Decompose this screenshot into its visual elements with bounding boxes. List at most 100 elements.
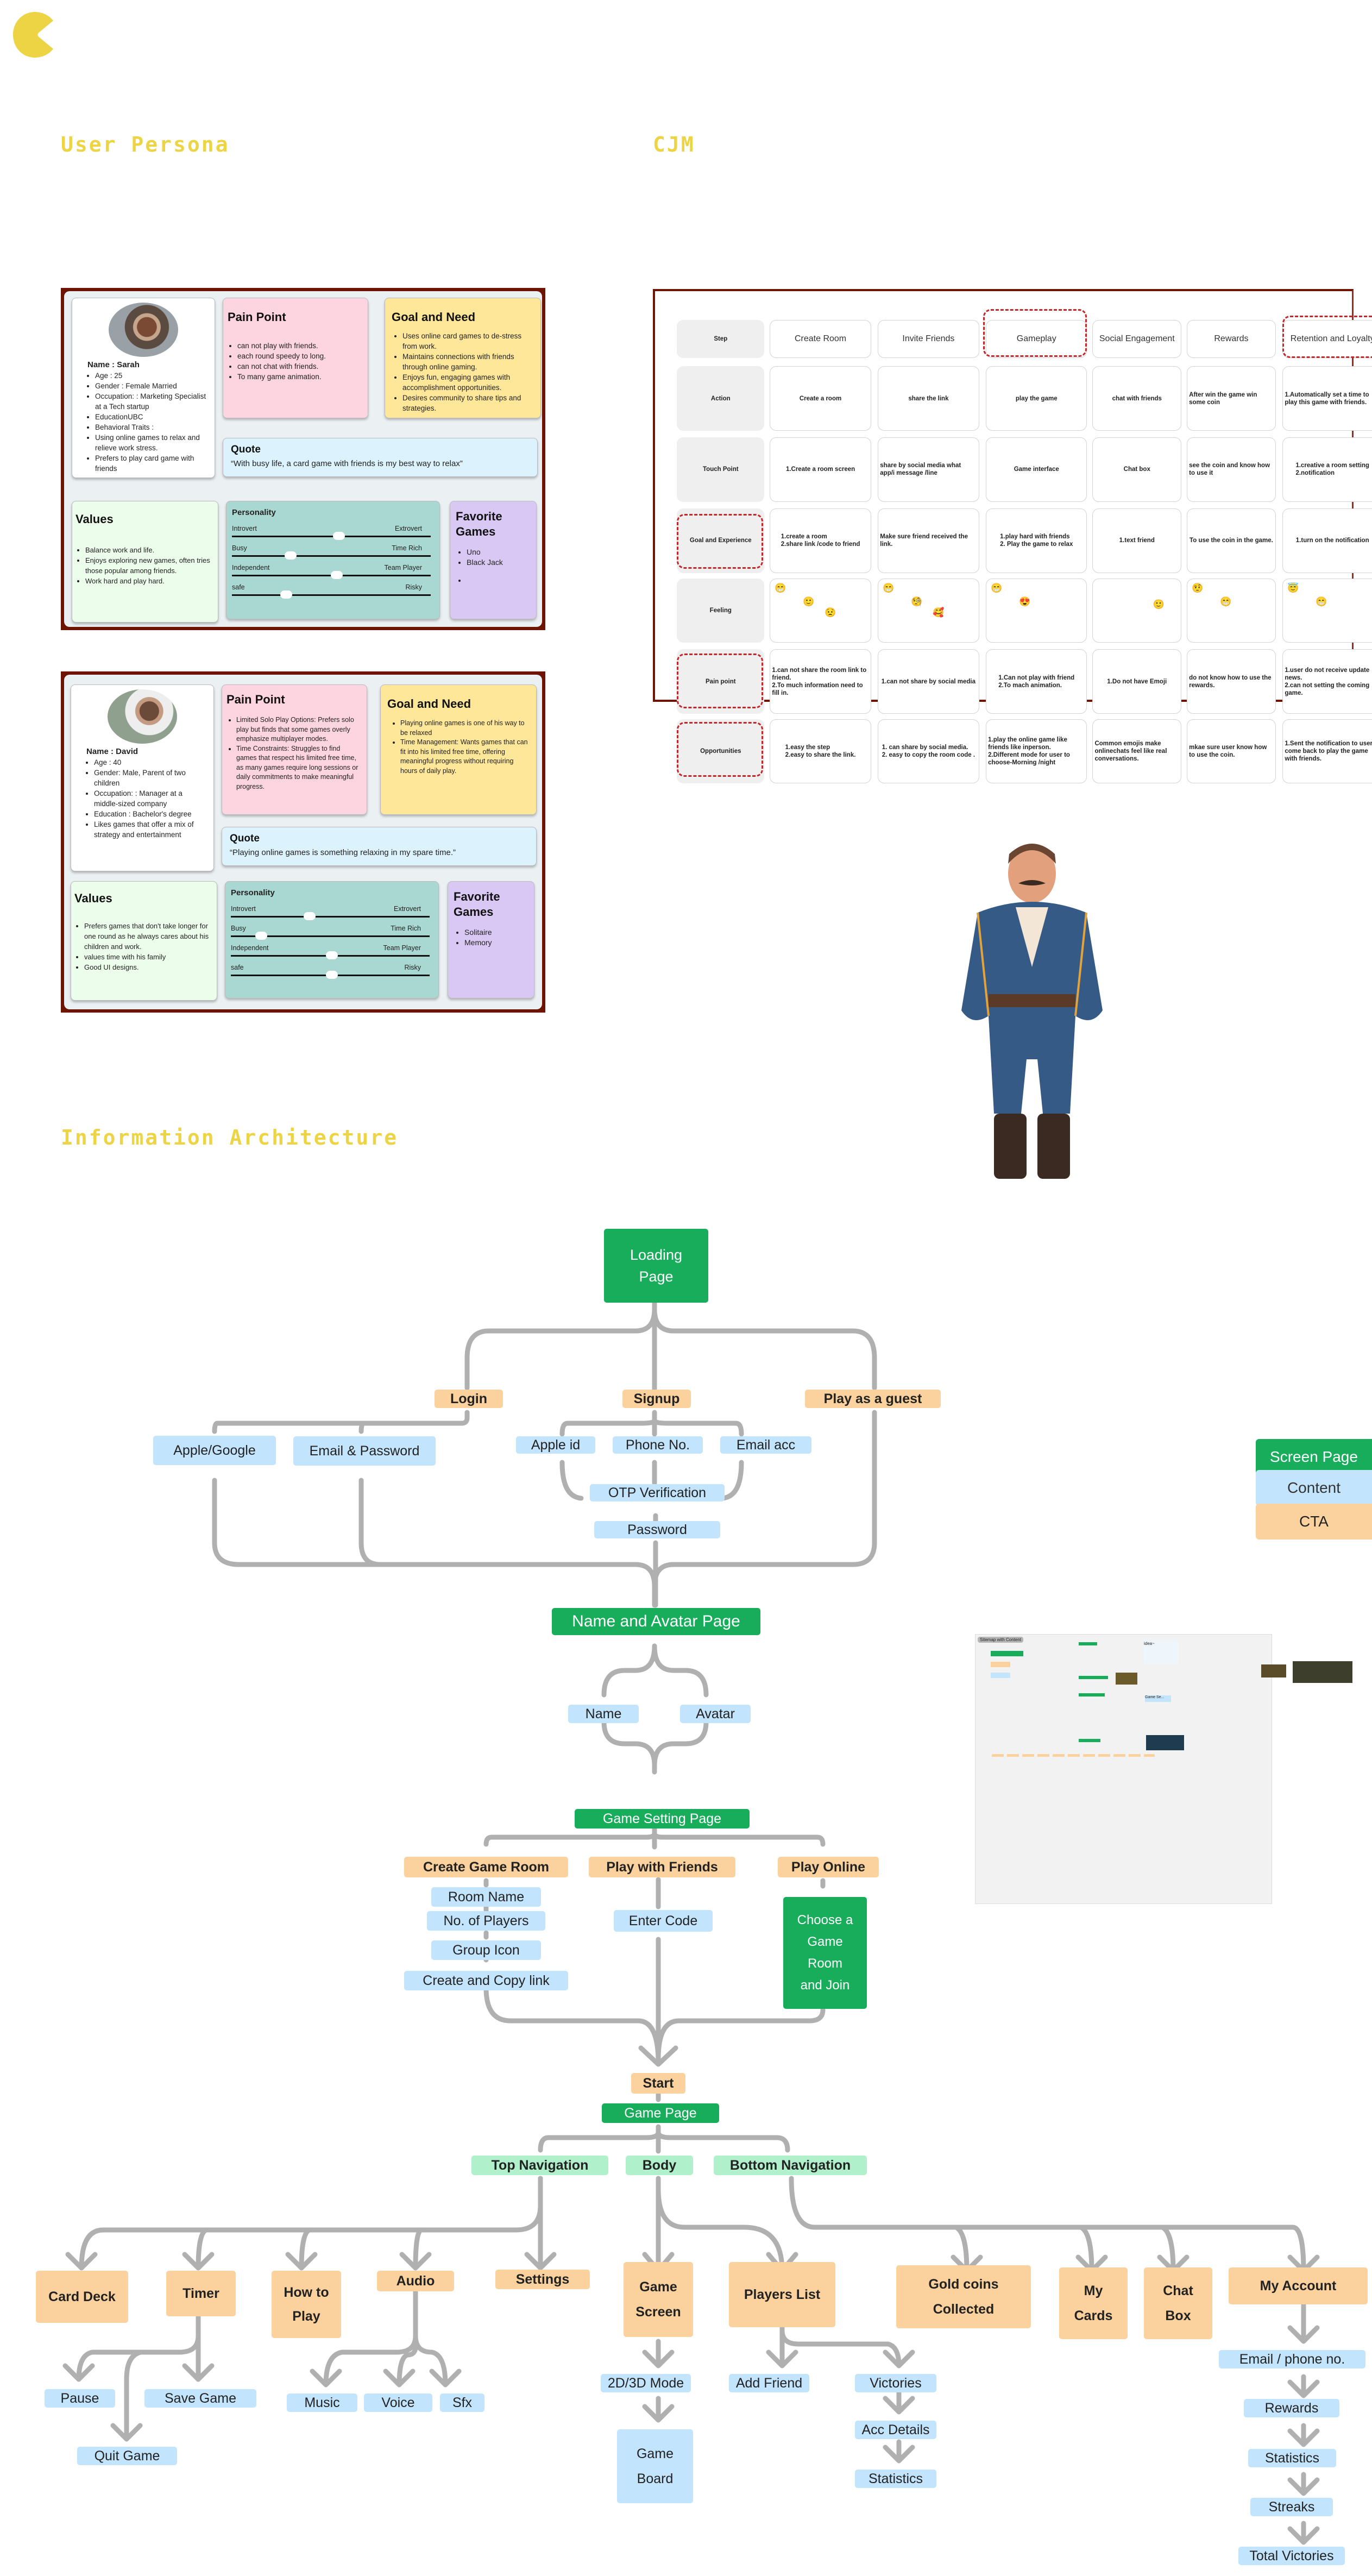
node-name-avatar-page[interactable]: Name and Avatar Page: [552, 1608, 760, 1635]
node-rewards[interactable]: Rewards: [1244, 2399, 1339, 2417]
node-game-setting-page[interactable]: Game Setting Page: [575, 1809, 750, 1829]
cjm-cell-goal: 1.turn on the notification: [1282, 508, 1372, 573]
node-my-cards[interactable]: My Cards: [1059, 2267, 1128, 2339]
node-apple-google[interactable]: Apple/Google: [153, 1436, 276, 1465]
node-account-statistics[interactable]: Statistics: [1248, 2449, 1336, 2467]
node-group-icon[interactable]: Group Icon: [431, 1940, 541, 1960]
node-body[interactable]: Body: [626, 2156, 693, 2175]
node-voice[interactable]: Voice: [364, 2393, 432, 2412]
cjm-cell-touch-point: 1.Create a room screen: [770, 437, 871, 502]
node-top-navigation[interactable]: Top Navigation: [471, 2156, 608, 2175]
goal-item: Enjoys fun, engaging games with accompli…: [402, 372, 534, 393]
feeling-emoji: 😁: [883, 582, 895, 593]
node-settings[interactable]: Settings: [495, 2270, 590, 2289]
thumbnail-title: Sitemap with Content: [978, 1637, 1024, 1643]
node-save-game[interactable]: Save Game: [144, 2389, 256, 2408]
node-gold-coins[interactable]: Gold coins Collected: [896, 2265, 1031, 2328]
node-audio[interactable]: Audio: [377, 2271, 454, 2291]
slider-knob: [304, 912, 316, 920]
node-victories[interactable]: Victories: [855, 2374, 936, 2392]
node-bottom-navigation[interactable]: Bottom Navigation: [714, 2156, 867, 2175]
node-quit-game[interactable]: Quit Game: [77, 2447, 177, 2465]
node-email-phone[interactable]: Email / phone no.: [1219, 2350, 1365, 2368]
node-pause[interactable]: Pause: [45, 2389, 115, 2408]
node-start[interactable]: Start: [631, 2073, 685, 2094]
cjm-cell-action: chat with friends: [1092, 366, 1182, 431]
node-streaks[interactable]: Streaks: [1250, 2498, 1333, 2516]
cjm-cell-action: play the game: [986, 366, 1087, 431]
node-play-as-guest[interactable]: Play as a guest: [805, 1390, 941, 1408]
feeling-emoji: 😟: [825, 607, 836, 618]
node-chat-box[interactable]: Chat Box: [1144, 2267, 1212, 2339]
node-statistics[interactable]: Statistics: [855, 2470, 936, 2488]
sitemap-thumbnail[interactable]: Sitemap with Content idea~ Game Se...: [975, 1634, 1272, 1904]
feeling-emoji: 😁: [1316, 596, 1327, 607]
node-timer[interactable]: Timer: [166, 2271, 236, 2316]
node-play-with-friends[interactable]: Play with Friends: [589, 1857, 735, 1877]
node-name[interactable]: Name: [568, 1705, 639, 1723]
node-email-acc[interactable]: Email acc: [720, 1436, 811, 1454]
profile-list: Age : 25 Gender : Female Married Occupat…: [72, 369, 215, 474]
node-my-account[interactable]: My Account: [1229, 2267, 1368, 2304]
node-loading-page[interactable]: Loading Page: [604, 1229, 708, 1303]
slider-left-label: Busy: [231, 925, 246, 932]
node-signup[interactable]: Signup: [622, 1390, 691, 1408]
node-game-board[interactable]: Game Board: [617, 2429, 693, 2503]
pirate-character-illustration: [961, 844, 1103, 1179]
node-otp-verification[interactable]: OTP Verification: [590, 1484, 725, 1501]
node-create-game-room[interactable]: Create Game Room: [404, 1857, 568, 1877]
highlight-dashed-frame: [983, 309, 1087, 357]
user-persona-heading: User Persona: [61, 133, 230, 156]
node-sfx[interactable]: Sfx: [440, 2393, 484, 2412]
node-acc-details[interactable]: Acc Details: [855, 2421, 936, 2439]
cjm-heading: CJM: [653, 133, 695, 156]
cjm-cell-goal: 1.play hard with friends 2. Play the gam…: [986, 508, 1087, 573]
node-email-password[interactable]: Email & Password: [293, 1436, 436, 1466]
cjm-cell-touch-point: 1.creative a room setting 2.notification: [1282, 437, 1372, 502]
highlight-dashed-frame: [677, 721, 763, 777]
goal-item: Playing online games is one of his way t…: [400, 719, 530, 738]
slider-knob: [326, 951, 338, 959]
node-add-friend[interactable]: Add Friend: [729, 2374, 809, 2392]
node-game-page[interactable]: Game Page: [602, 2103, 719, 2123]
cjm-feeling-cell: 😁🧐🥰: [878, 578, 979, 643]
cjm-step-header: Create Room: [770, 319, 871, 359]
node-room-name[interactable]: Room Name: [431, 1887, 541, 1907]
node-music[interactable]: Music: [287, 2393, 357, 2412]
profile-item: EducationUBC: [95, 412, 209, 422]
node-card-deck[interactable]: Card Deck: [36, 2271, 128, 2323]
profile-item: Age : 40: [94, 757, 208, 768]
cjm-step-header: Retention and Loyalty: [1282, 319, 1372, 359]
node-2d3d-mode[interactable]: 2D/3D Mode: [601, 2374, 691, 2392]
ia-heading: Information Architecture: [61, 1126, 399, 1149]
node-players-list[interactable]: Players List: [729, 2262, 835, 2327]
cjm-cell-pain: 1.Do not have Emoji: [1092, 649, 1182, 714]
slider-knob: [284, 551, 297, 560]
node-apple-id[interactable]: Apple id: [516, 1436, 595, 1454]
goal-item: Maintains connections with friends throu…: [402, 351, 534, 372]
node-login[interactable]: Login: [435, 1390, 503, 1408]
node-create-copy-link[interactable]: Create and Copy link: [404, 1971, 568, 1990]
node-no-of-players[interactable]: No. of Players: [427, 1911, 545, 1931]
cjm-cell-touch-point: share by social media what app/i message…: [878, 437, 979, 502]
node-phone-no[interactable]: Phone No.: [613, 1436, 703, 1454]
node-enter-code[interactable]: Enter Code: [614, 1910, 713, 1932]
node-avatar[interactable]: Avatar: [680, 1705, 751, 1723]
goal-item: Time Management: Wants games that can fi…: [400, 738, 530, 776]
pain-item: Time Constraints: Struggles to find game…: [236, 744, 362, 792]
quote-text: “Playing online games is something relax…: [230, 848, 456, 857]
node-password[interactable]: Password: [594, 1521, 720, 1538]
cjm-cell-pain: 1.user do not receive update news. 2.can…: [1282, 649, 1372, 714]
values-item: Prefers games that don't take longer for…: [84, 921, 213, 952]
node-choose-game-room[interactable]: Choose a Game Room and Join: [783, 1897, 867, 2009]
node-game-screen[interactable]: Game Screen: [624, 2262, 693, 2337]
screenshot-preview: [1293, 1661, 1352, 1683]
node-how-to-play[interactable]: How to Play: [272, 2271, 341, 2338]
cjm-cell-goal: 1.text friend: [1092, 508, 1182, 573]
cjm-feeling-cell: 😁🙂😟: [770, 578, 871, 643]
node-play-online[interactable]: Play Online: [778, 1857, 879, 1877]
node-total-victories[interactable]: Total Victories: [1238, 2547, 1345, 2565]
cjm-cell-opportunities: 1. can share by social media. 2. easy to…: [878, 719, 979, 784]
